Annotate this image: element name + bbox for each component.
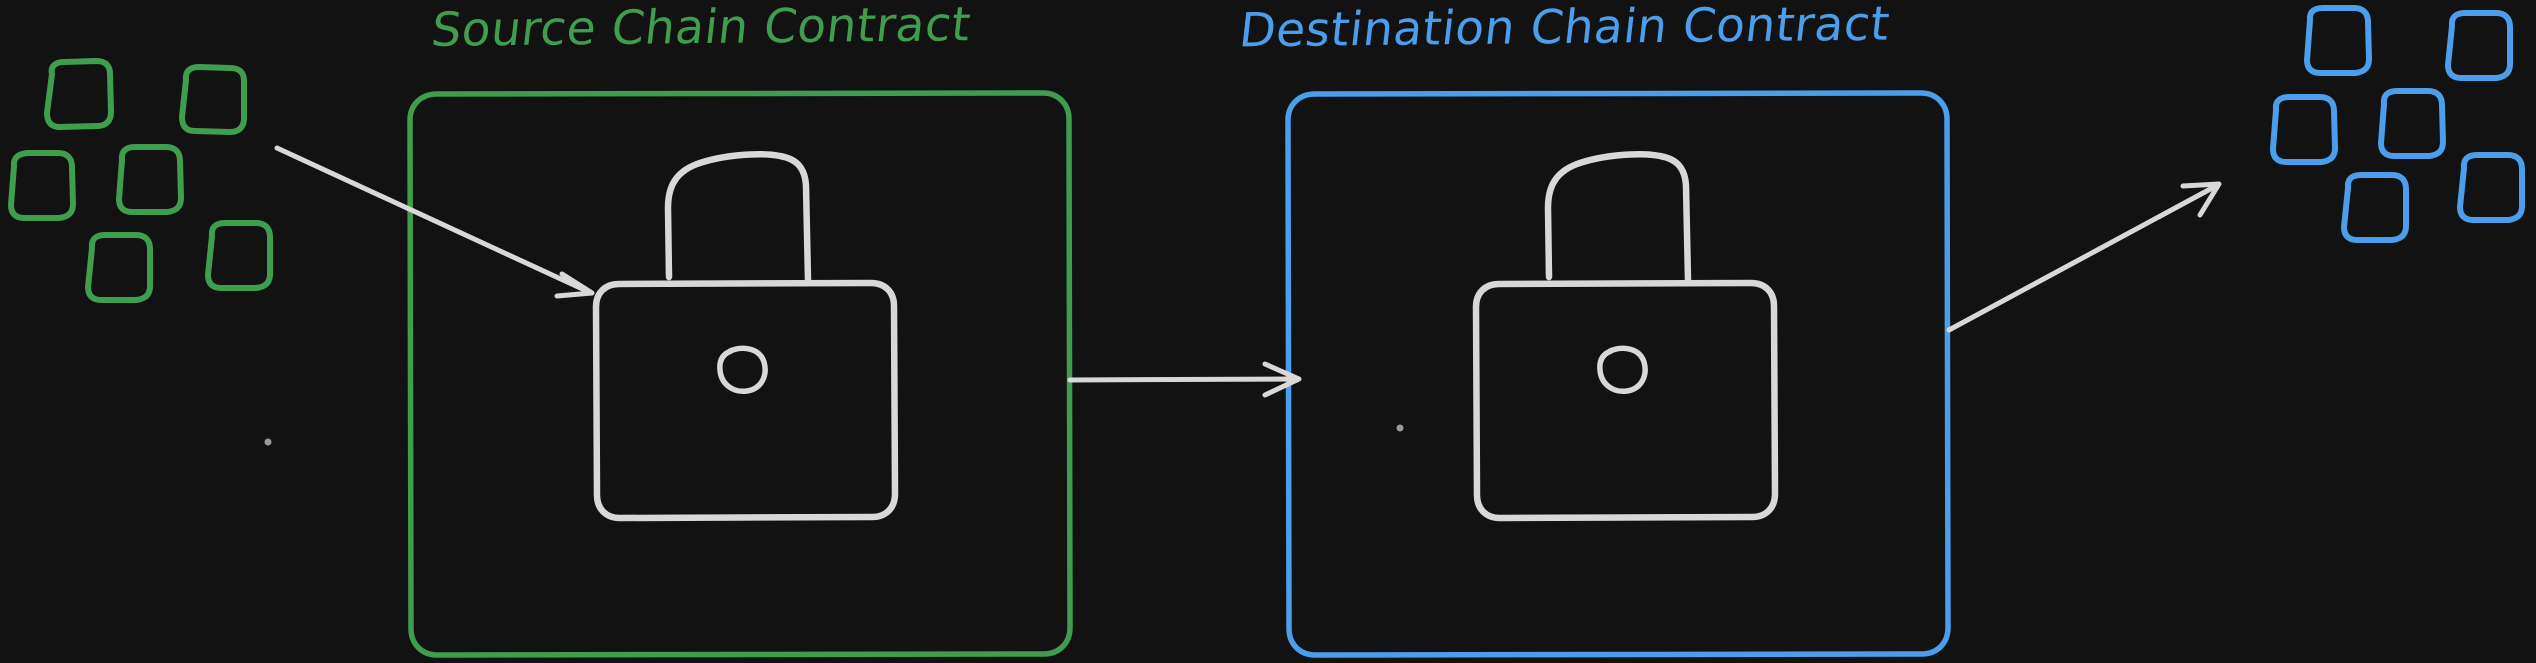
- destination-node-cluster[interactable]: [2270, 5, 2525, 243]
- stray-dot-right: [1396, 424, 1404, 432]
- bridge-arrow[interactable]: [1067, 361, 1302, 398]
- source-chain-contract-box[interactable]: [407, 90, 1073, 658]
- node-square: [44, 58, 114, 130]
- node-square: [2445, 10, 2513, 81]
- lock-keyhole: [717, 345, 768, 394]
- node-square: [179, 64, 247, 135]
- stray-dot-left: [264, 438, 272, 446]
- lock-shackle: [1544, 151, 1692, 284]
- arrow-head: [1262, 361, 1302, 398]
- arrow-shaft: [274, 145, 592, 295]
- arrow-shaft: [1946, 183, 2219, 333]
- node-square: [2457, 152, 2525, 223]
- destination-chain-contract-box[interactable]: [1285, 90, 1951, 658]
- node-square: [2270, 94, 2338, 165]
- lock-keyhole: [1597, 345, 1648, 394]
- lock-body: [1472, 279, 1779, 522]
- node-square: [2304, 5, 2372, 76]
- lock-body: [592, 279, 899, 522]
- destination-lock-icon[interactable]: [1472, 151, 1779, 522]
- container-outline: [1285, 90, 1951, 658]
- node-square: [85, 232, 153, 303]
- container-outline: [407, 90, 1073, 658]
- outbound-arrow[interactable]: [1946, 181, 2222, 333]
- node-square: [2341, 172, 2409, 243]
- arrow-head: [554, 271, 595, 299]
- arrow-head: [2180, 181, 2222, 218]
- source-lock-icon[interactable]: [592, 151, 899, 522]
- source-chain-contract-title: Source Chain Contract: [428, 0, 974, 58]
- destination-chain-contract-title: Destination Chain Contract: [1236, 0, 1893, 59]
- source-node-cluster[interactable]: [8, 58, 273, 303]
- arrow-shaft: [1067, 376, 1299, 383]
- node-square: [8, 150, 76, 221]
- node-square: [205, 220, 273, 291]
- inbound-arrow[interactable]: [274, 145, 595, 299]
- node-square: [2378, 88, 2446, 159]
- lock-shackle: [664, 151, 812, 284]
- node-square: [116, 144, 184, 215]
